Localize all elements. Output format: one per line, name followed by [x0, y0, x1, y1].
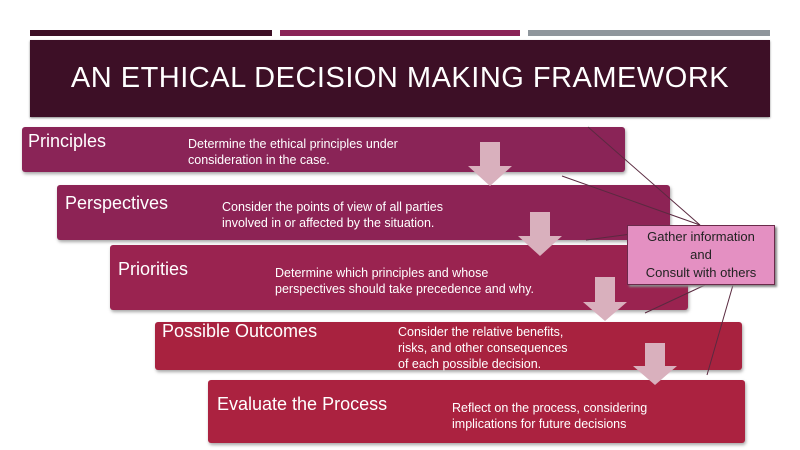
down-arrow-icon [468, 142, 512, 186]
step-evaluate-process: Evaluate the Process Reflect on the proc… [208, 380, 745, 443]
step-title: Principles [28, 131, 107, 151]
accent-bar-magenta [280, 30, 520, 36]
callout-gather-consult: Gather information and Consult with othe… [627, 225, 775, 285]
connector-line [561, 175, 701, 226]
step-desc: of each possible decision. [398, 357, 542, 371]
accent-bar-dark [30, 30, 272, 36]
callout-line: Gather information [647, 229, 755, 244]
connector-line [587, 126, 701, 226]
step-desc: implications for future decisions [452, 417, 627, 431]
step-priorities: Priorities Determine which principles an… [110, 245, 688, 310]
accent-bar-gray [528, 30, 770, 36]
step-desc: Determine which principles and whose [275, 266, 489, 280]
step-title: Priorities [118, 259, 189, 279]
step-desc: Determine the ethical principles under [188, 137, 398, 151]
connector-line [706, 284, 734, 376]
step-desc: perspectives should take precedence and … [275, 282, 534, 296]
step-desc: risks, and other consequences [398, 341, 568, 355]
step-title: Perspectives [65, 193, 169, 213]
connector-line [644, 284, 706, 314]
step-title: Possible Outcomes [162, 321, 318, 341]
callout-line: Consult with others [645, 265, 757, 280]
down-arrow-icon [633, 343, 677, 385]
down-arrow-icon [583, 277, 627, 321]
slide-title: AN ETHICAL DECISION MAKING FRAMEWORK [30, 40, 770, 117]
step-desc: involved in or affected by the situation… [222, 216, 435, 230]
step-desc: Consider the relative benefits, [398, 325, 564, 339]
step-desc: Reflect on the process, considering [452, 401, 648, 415]
step-title: Evaluate the Process [217, 394, 388, 414]
step-perspectives: Perspectives Consider the points of view… [57, 185, 670, 240]
down-arrow-icon [518, 212, 562, 256]
step-desc: Consider the points of view of all parti… [222, 200, 443, 214]
step-possible-outcomes: Possible Outcomes Consider the relative … [155, 321, 742, 371]
step-principles: Principles Determine the ethical princip… [22, 127, 625, 172]
step-desc: consideration in the case. [188, 153, 330, 167]
callout-line: and [690, 247, 712, 262]
